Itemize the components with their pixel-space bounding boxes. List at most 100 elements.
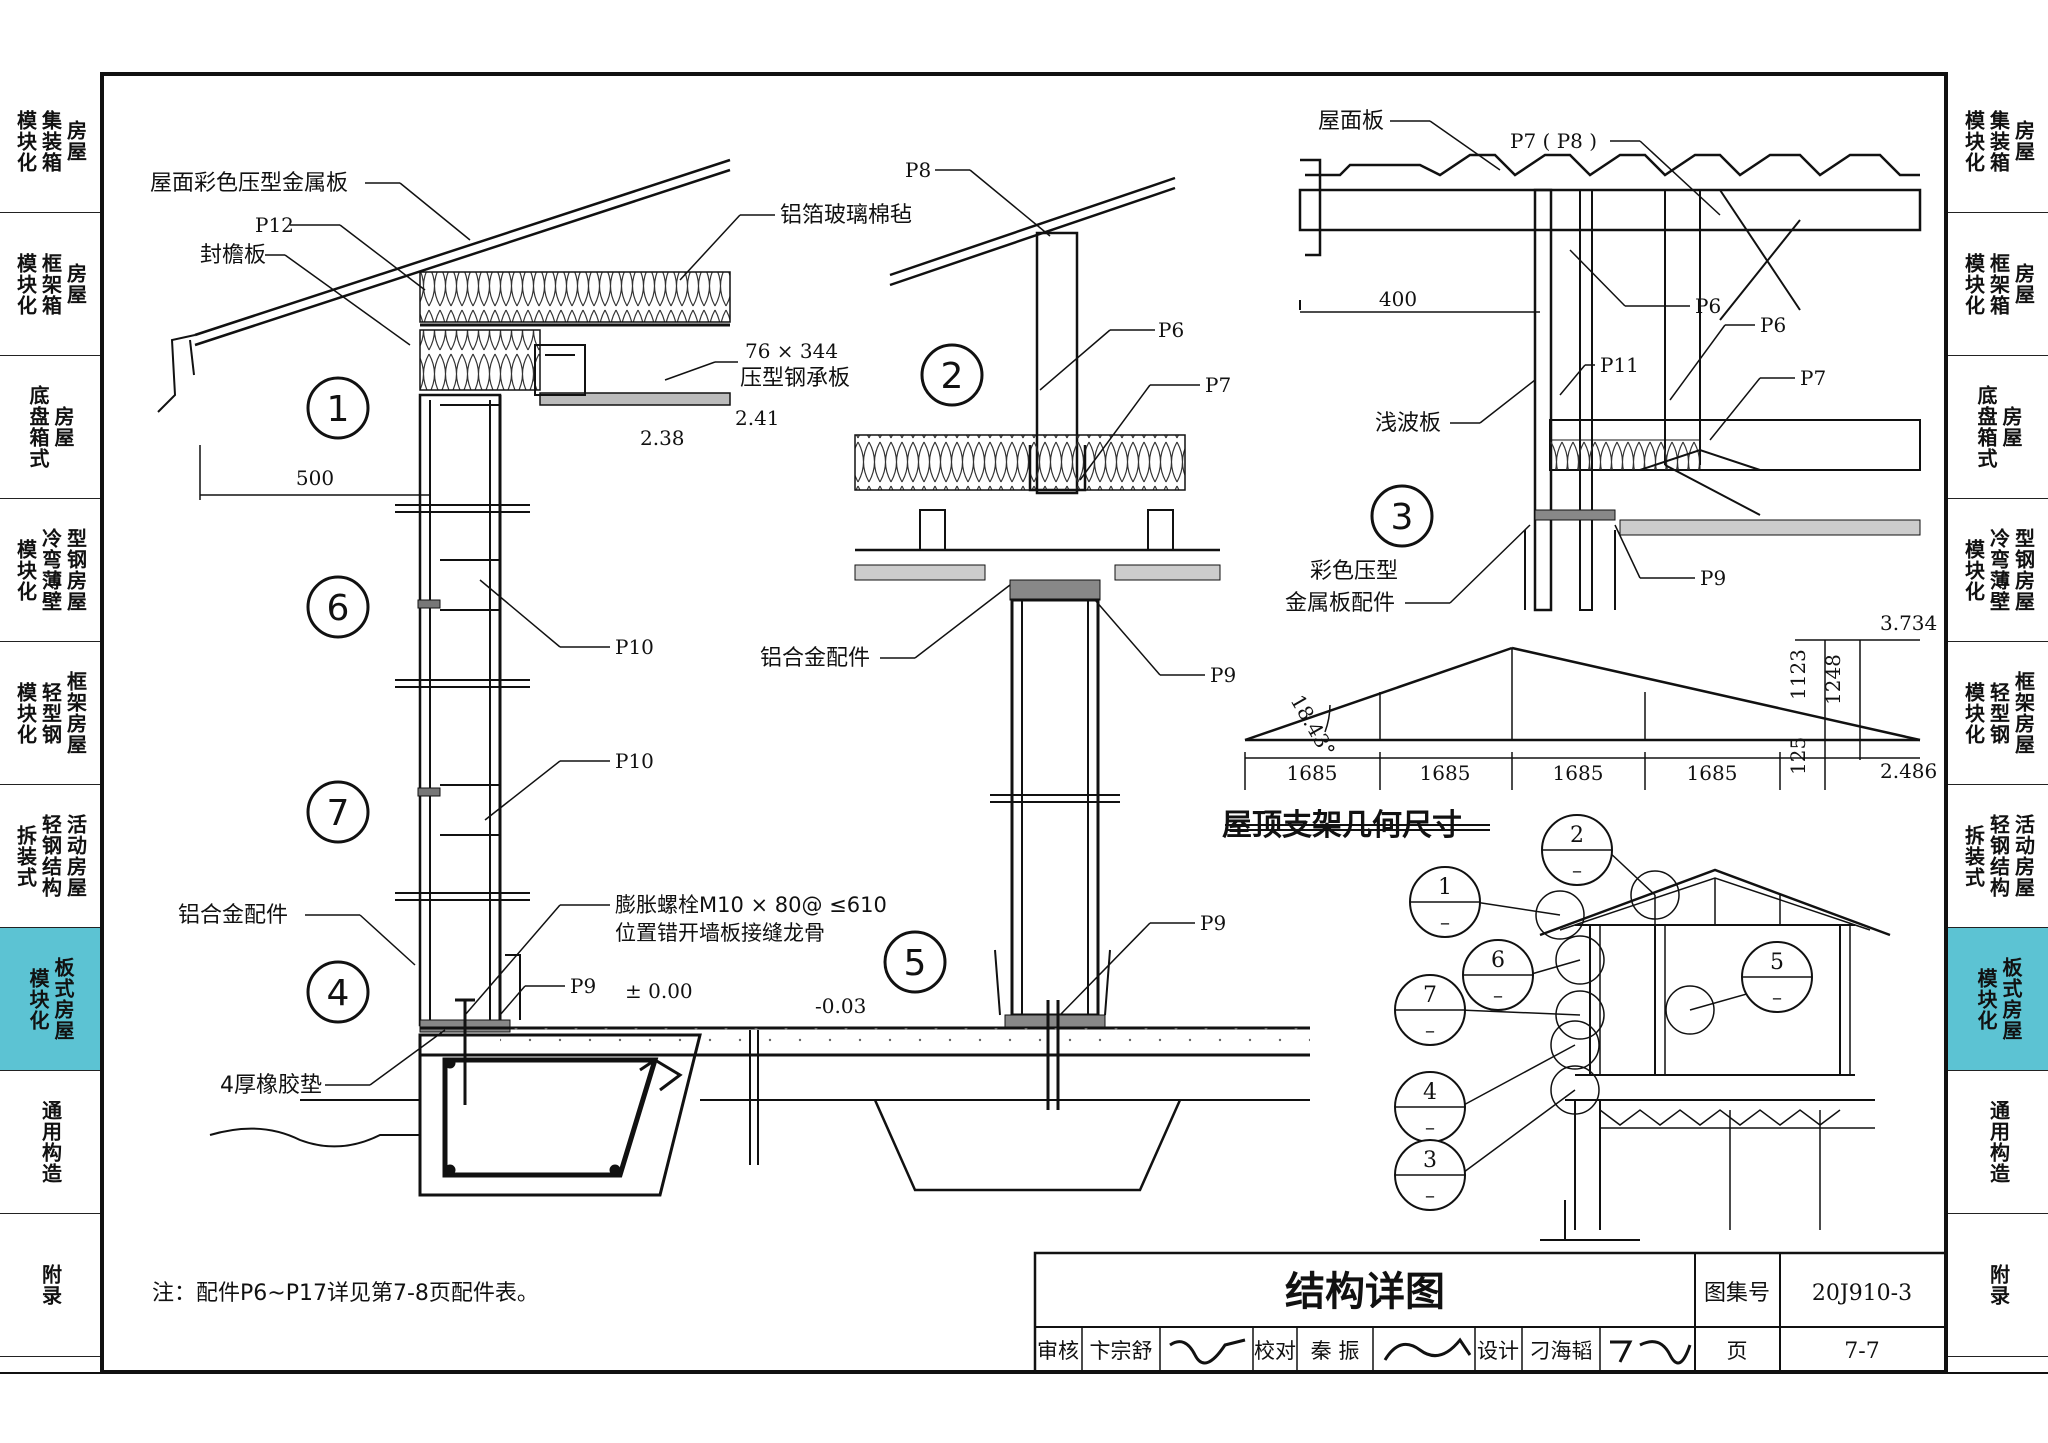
category-tab-text: 冷弯薄壁 bbox=[1986, 528, 2011, 612]
category-tab-text: 轻钢结构 bbox=[1986, 814, 2011, 898]
detail-number-circle bbox=[306, 376, 370, 440]
category-tab-text: 房屋 bbox=[63, 263, 88, 305]
label-dim-500: 500 bbox=[296, 466, 334, 490]
checker-name: 秦 振 bbox=[1311, 1339, 1360, 1363]
category-tab-text: 轻型钢 bbox=[38, 681, 63, 745]
category-tab-text: 房屋 bbox=[1999, 406, 2023, 448]
category-tab-9[interactable]: 附录 bbox=[0, 1214, 100, 1357]
key-plan-callout-dash: – bbox=[1440, 910, 1450, 934]
label-rubber-pad: 4厚橡胶垫 bbox=[220, 1073, 322, 1098]
key-plan-callout-dash: – bbox=[1425, 1115, 1435, 1139]
category-tab-text: 附录 bbox=[38, 1264, 63, 1306]
category-tab-6[interactable]: 拆装式轻钢结构活动房屋 bbox=[1948, 785, 2048, 928]
truss-height-1248: 1248 bbox=[1821, 654, 1845, 705]
drawing-title: 结构详图 bbox=[1285, 1269, 1445, 1315]
category-tab-text: 板式房屋 bbox=[51, 957, 75, 1041]
key-plan-callout-dash: – bbox=[1772, 985, 1782, 1009]
category-tab-6[interactable]: 拆装式轻钢结构活动房屋 bbox=[0, 785, 100, 928]
category-tab-text: 底盘箱式 bbox=[26, 385, 50, 469]
label-p10-b: P10 bbox=[615, 749, 654, 773]
key-plan-callout-number: 4 bbox=[1423, 1080, 1437, 1105]
category-tab-8[interactable]: 通用构造 bbox=[0, 1071, 100, 1214]
detail-number: 4 bbox=[327, 973, 350, 1014]
key-plan-callout-dash: – bbox=[1425, 1183, 1435, 1207]
category-tab-1[interactable]: 模块化集装箱房屋 bbox=[1948, 70, 2048, 213]
signature-marks bbox=[1169, 1337, 1692, 1365]
category-tab-text: 模块化 bbox=[1961, 109, 1986, 173]
truss-elev-top: 3.734 bbox=[1880, 611, 1937, 635]
truss-span: 1685 bbox=[1287, 761, 1338, 785]
category-tab-3[interactable]: 底盘箱式房屋 bbox=[1948, 356, 2048, 499]
detail-number: 6 bbox=[327, 588, 350, 629]
key-plan-callout-number: 7 bbox=[1423, 983, 1437, 1008]
category-tab-text: 模块化 bbox=[13, 681, 38, 745]
category-tab-text: 模块化 bbox=[1961, 252, 1986, 316]
label-alu-fitting-mid: 铝合金配件 bbox=[760, 646, 870, 671]
truss-title: 屋顶支架几何尺寸 bbox=[1222, 808, 1462, 843]
label-p8: P8 bbox=[905, 158, 931, 182]
truss-span: 1685 bbox=[1553, 761, 1604, 785]
label-p12: P12 bbox=[255, 213, 294, 237]
key-plan-callout-number: 3 bbox=[1423, 1148, 1437, 1173]
label-deck-size: 76 × 344 bbox=[745, 339, 838, 363]
drawing-frame bbox=[100, 72, 1948, 1374]
category-tab-4[interactable]: 模块化冷弯薄壁型钢房屋 bbox=[1948, 499, 2048, 642]
category-tab-text: 模块化 bbox=[1961, 538, 1986, 602]
designer-name: 刁海韬 bbox=[1530, 1339, 1593, 1363]
label-dim-400: 400 bbox=[1379, 287, 1417, 311]
category-tab-text: 型钢房屋 bbox=[63, 528, 88, 612]
truss-span: 1685 bbox=[1420, 761, 1471, 785]
key-plan-elevation bbox=[1539, 868, 1891, 1241]
category-tab-7[interactable]: 模块化板式房屋 bbox=[1948, 928, 2048, 1071]
category-tab-text: 模块化 bbox=[13, 109, 38, 173]
category-tab-text: 拆装式 bbox=[1961, 824, 1986, 888]
category-tab-2[interactable]: 模块化框架箱房屋 bbox=[1948, 213, 2048, 356]
label-color-steel-2: 金属板配件 bbox=[1285, 591, 1395, 616]
category-tab-text: 框架箱 bbox=[1986, 252, 2011, 316]
detail-number-circle bbox=[306, 575, 370, 639]
detail-number: 3 bbox=[1391, 497, 1414, 538]
category-tab-text: 活动房屋 bbox=[63, 814, 88, 898]
detail-number: 2 bbox=[941, 356, 964, 397]
label-p7-mid: P7 bbox=[1205, 373, 1231, 397]
label-p9-mid2: P9 bbox=[1200, 911, 1226, 935]
category-tab-text: 轻型钢 bbox=[1986, 681, 2011, 745]
page-label: 页 bbox=[1727, 1339, 1748, 1363]
label-p6-mid: P6 bbox=[1158, 318, 1184, 342]
category-tab-text: 房屋 bbox=[63, 120, 88, 162]
category-tab-4[interactable]: 模块化冷弯薄壁型钢房屋 bbox=[0, 499, 100, 642]
truss-elev-bottom: 2.486 bbox=[1880, 759, 1937, 783]
category-tab-1[interactable]: 模块化集装箱房屋 bbox=[0, 70, 100, 213]
label-bolt-line2: 位置错开墙板接缝龙骨 bbox=[615, 921, 825, 945]
category-tab-9[interactable]: 附录 bbox=[1948, 1214, 2048, 1357]
key-plan-callout-number: 5 bbox=[1770, 950, 1784, 975]
category-tab-text: 房屋 bbox=[51, 406, 75, 448]
detail-number-circle bbox=[306, 780, 370, 844]
key-plan-target-circle bbox=[1550, 1065, 1600, 1115]
category-tab-8[interactable]: 通用构造 bbox=[1948, 1071, 2048, 1214]
category-tab-text: 活动房屋 bbox=[2011, 814, 2036, 898]
label-p9-mid: P9 bbox=[1210, 663, 1236, 687]
detail-number-circle bbox=[306, 960, 370, 1024]
left-category-tabs: 模块化集装箱房屋模块化框架箱房屋底盘箱式房屋模块化冷弯薄壁型钢房屋模块化轻型钢框… bbox=[0, 70, 100, 1357]
category-tab-text: 集装箱 bbox=[1986, 109, 2011, 173]
key-plan-callout-dash: – bbox=[1493, 983, 1503, 1007]
label-elev-241: 2.41 bbox=[735, 406, 780, 430]
category-tab-3[interactable]: 底盘箱式房屋 bbox=[0, 356, 100, 499]
key-plan-target-circle bbox=[1535, 890, 1585, 940]
category-tab-5[interactable]: 模块化轻型钢框架房屋 bbox=[0, 642, 100, 785]
label-eave-board: 封檐板 bbox=[200, 243, 266, 268]
category-tab-7[interactable]: 模块化板式房屋 bbox=[0, 928, 100, 1071]
drawing-note: 注：配件P6~P17详见第7-8页配件表。 bbox=[152, 1281, 539, 1306]
label-p11: P11 bbox=[1600, 353, 1639, 377]
category-tab-text: 附录 bbox=[1986, 1264, 2011, 1306]
label-p7-r: P7 bbox=[1800, 366, 1826, 390]
label-color-steel-1: 彩色压型 bbox=[1310, 559, 1398, 584]
label-p6-r1: P6 bbox=[1695, 294, 1721, 318]
truss-height-1123: 1123 bbox=[1786, 649, 1810, 700]
key-plan-target-circle bbox=[1555, 935, 1605, 985]
label-p9-left: P9 bbox=[570, 974, 596, 998]
category-tab-2[interactable]: 模块化框架箱房屋 bbox=[0, 213, 100, 356]
category-tab-5[interactable]: 模块化轻型钢框架房屋 bbox=[1948, 642, 2048, 785]
detail-number-circle bbox=[920, 343, 984, 407]
